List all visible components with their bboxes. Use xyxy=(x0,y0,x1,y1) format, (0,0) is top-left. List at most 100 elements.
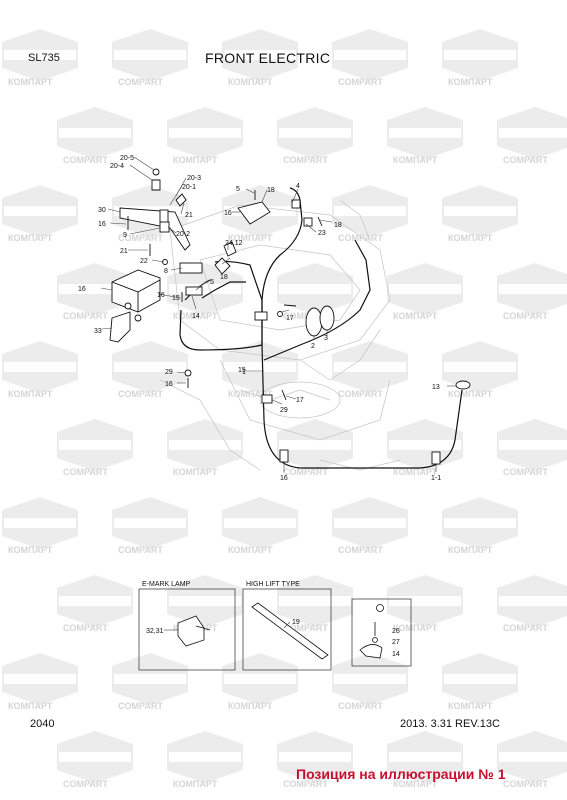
inset-clip-callout-2: 27 xyxy=(392,639,400,646)
callout-label: 17 xyxy=(286,315,294,322)
watermark-text: КОМПАРТ xyxy=(228,233,273,243)
watermark-text: COMPART xyxy=(503,311,548,321)
callout-label: 3 xyxy=(324,335,328,342)
inset-highlift-title: HIGH LIFT TYPE xyxy=(246,581,300,588)
watermark-text: КОМПАРТ xyxy=(228,77,273,87)
callout-label: 17 xyxy=(296,397,304,404)
watermark-text: COMPART xyxy=(338,389,383,399)
watermark-text: COMPART xyxy=(503,623,548,633)
callout-label: 9 xyxy=(123,232,127,239)
watermark-text: КОМПАРТ xyxy=(393,311,438,321)
watermark-text: КОМПАРТ xyxy=(173,311,218,321)
watermark-text: КОМПАРТ xyxy=(173,779,218,789)
callout-label: 15 xyxy=(172,295,180,302)
watermark-text: COMPART xyxy=(283,155,328,165)
watermark-text: КОМПАРТ xyxy=(173,467,218,477)
model-label: SL735 xyxy=(28,52,60,64)
callout-label: 16 xyxy=(280,475,288,482)
inset-emark-title: E-MARK LAMP xyxy=(142,581,191,588)
watermark-text: COMPART xyxy=(63,311,108,321)
callout-label: 4 xyxy=(296,183,300,190)
callout-label: 20-4 xyxy=(110,163,124,170)
inset-emark xyxy=(138,588,236,671)
watermark-text: COMPART xyxy=(283,311,328,321)
watermark-text: COMPART xyxy=(63,155,108,165)
watermark-text: COMPART xyxy=(503,467,548,477)
watermark-text: КОМПАРТ xyxy=(8,545,53,555)
watermark-text: COMPART xyxy=(63,779,108,789)
components xyxy=(109,168,471,465)
callout-label: 1-1 xyxy=(431,475,441,482)
watermark-text: КОМПАРТ xyxy=(393,155,438,165)
callout-label: 18 xyxy=(220,274,228,281)
watermark-text: КОМПАРТ xyxy=(393,779,438,789)
watermark-text: COMPART xyxy=(338,701,383,711)
watermark-text: КОМПАРТ xyxy=(8,233,53,243)
revision-date: 2013. 3.31 REV.13C xyxy=(400,718,500,730)
callout-label: 16 xyxy=(224,210,232,217)
watermark-text: COMPART xyxy=(118,545,163,555)
watermark-text: КОМПАРТ xyxy=(8,389,53,399)
watermark-text: КОМПАРТ xyxy=(228,389,273,399)
callout-label: 29 xyxy=(165,369,173,376)
callout-label: 30 xyxy=(98,207,106,214)
callout-label: 16 xyxy=(78,286,86,293)
callout-label: 29 xyxy=(280,407,288,414)
page-number: 2040 xyxy=(30,718,55,730)
watermark-text: COMPART xyxy=(63,623,108,633)
callout-label: 20-5 xyxy=(120,155,134,162)
callout-label: 20-1 xyxy=(182,184,196,191)
machine-outline xyxy=(159,199,401,471)
callout-label: 22 xyxy=(140,258,148,265)
inset-clip-callout-1: 26 xyxy=(392,628,400,635)
callout-label: 33 xyxy=(94,328,102,335)
callout-label: 16 xyxy=(165,381,173,388)
callout-label: 13 xyxy=(432,384,440,391)
watermark-text: КОМПАРТ xyxy=(448,545,493,555)
watermark-text: КОМПАРТ xyxy=(393,467,438,477)
watermark-text: COMPART xyxy=(283,467,328,477)
watermark-text: КОМПАРТ xyxy=(448,389,493,399)
watermark-text: COMPART xyxy=(338,233,383,243)
callout-label: 15 xyxy=(238,367,246,374)
callout-label: 16 xyxy=(98,221,106,228)
callout-label: 21 xyxy=(120,248,128,255)
callout-label: 18 xyxy=(267,187,275,194)
watermark-text: COMPART xyxy=(118,701,163,711)
watermark-text: COMPART xyxy=(338,545,383,555)
page-title: FRONT ELECTRIC xyxy=(205,50,331,66)
watermark-text: КОМПАРТ xyxy=(448,701,493,711)
callout-label: 16 xyxy=(157,292,165,299)
callout-label: 18 xyxy=(334,222,342,229)
callout-label: 2 xyxy=(311,343,315,350)
callout-label: 8 xyxy=(164,268,168,275)
watermark-text: КОМПАРТ xyxy=(228,545,273,555)
callout-label: 23 xyxy=(318,230,326,237)
watermark-text: КОМПАРТ xyxy=(173,155,218,165)
inset-highlift xyxy=(242,588,332,671)
watermark-text: COMPART xyxy=(63,467,108,477)
watermark-text: КОМПАРТ xyxy=(228,701,273,711)
watermark-text: COMPART xyxy=(503,779,548,789)
inset-clip-callout-3: 14 xyxy=(392,651,400,658)
watermark-text: COMPART xyxy=(283,623,328,633)
watermark-text: КОМПАРТ xyxy=(393,623,438,633)
callout-label: 5 xyxy=(210,279,214,286)
watermark-text: COMPART xyxy=(118,233,163,243)
callout-label: 20-2 xyxy=(176,231,190,238)
watermark-text: КОМПАРТ xyxy=(8,701,53,711)
callout-label: 1 xyxy=(242,369,246,376)
watermark-text: COMPART xyxy=(118,77,163,87)
leader-lines xyxy=(100,156,456,472)
watermark-text: COMPART xyxy=(503,155,548,165)
watermark-text: КОМПАРТ xyxy=(448,77,493,87)
watermark-text: COMPART xyxy=(338,77,383,87)
callout-label: 24,12 xyxy=(225,240,243,247)
watermark-text: COMPART xyxy=(118,389,163,399)
inset-emark-callout: 32,31 xyxy=(146,628,164,635)
callout-label: 21 xyxy=(185,212,193,219)
position-note: Позиция на иллюстрации № 1 xyxy=(296,766,506,782)
inset-clip xyxy=(351,598,412,667)
